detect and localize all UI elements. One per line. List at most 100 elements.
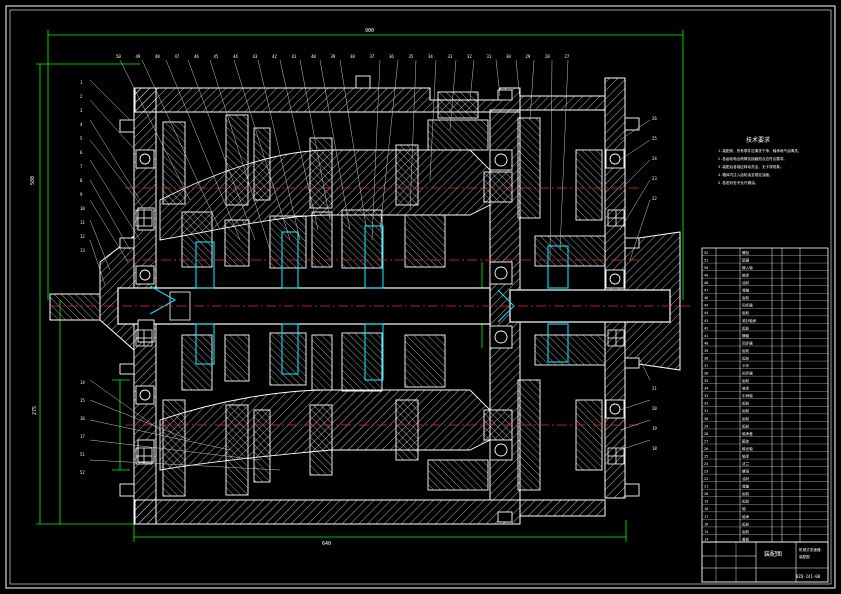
balloon-number: 51	[80, 452, 85, 457]
bom-item-number: 19	[704, 500, 708, 504]
balloon-number: 29	[526, 54, 531, 59]
bom-item-number: 24	[704, 462, 708, 466]
bom-item-number: 30	[704, 417, 708, 421]
bom-item-number: 14	[704, 537, 708, 541]
bom-item-name: 齿轮	[742, 401, 750, 406]
balloon-number: 22	[652, 196, 657, 201]
balloon-number: 45	[214, 54, 219, 59]
bom-item-number: 34	[704, 387, 708, 391]
balloon-number: 12	[80, 234, 85, 239]
bom-item-name: 轴承盖	[742, 431, 753, 436]
bom-item-name: 齿轮	[742, 408, 750, 413]
section-marks	[135, 209, 625, 465]
bom-item-name: 轴承	[742, 273, 750, 278]
bom-item-name: 齿轮	[742, 491, 750, 496]
bom-item-number: 28	[704, 432, 708, 436]
title-text: 装配图	[764, 550, 782, 558]
balloon-number: 50	[116, 54, 121, 59]
bom-item-name: 齿轮	[742, 348, 750, 353]
bom-item-number: 39	[704, 349, 708, 353]
leader-lines	[89, 59, 651, 471]
bom-item-number: 35	[704, 379, 708, 383]
balloon-number: 39	[331, 54, 336, 59]
tech-requirement-4: 4.箱体内注入齿轮油至规定油面。	[718, 172, 773, 177]
tech-requirement-5: 5.各密封处不允许漏油。	[718, 180, 758, 185]
tech-requirement-1: 1.装配前，所有零件应清洗干净，轴承用汽油清洗。	[718, 148, 801, 153]
balloon-number: 40	[311, 54, 316, 59]
bom-item-number: 32	[704, 402, 708, 406]
bom-item-number: 16	[704, 522, 708, 526]
centerlines	[50, 187, 690, 426]
balloon-number: 44	[233, 54, 238, 59]
upper-gears	[162, 91, 603, 221]
balloon-number: 20	[652, 406, 657, 411]
balloon-number: 25	[652, 136, 657, 141]
balloon-number: 19	[652, 426, 657, 431]
bom-item-name: 齿轮	[742, 355, 750, 360]
subtitle-line-1: 机械式变速器	[799, 547, 821, 552]
bom-item-name: 油封	[742, 280, 750, 285]
balloon-number: 36	[389, 54, 394, 59]
bom-item-name: 中间轴	[742, 393, 753, 398]
bom-item-name: 齿轮	[742, 325, 750, 330]
balloon-number: 43	[253, 54, 258, 59]
bom-item-number: 23	[704, 470, 708, 474]
bom-item-number: 41	[704, 334, 708, 338]
tech-requirement-2: 2.各齿轮啮合侧隙及接触斑点应符合要求。	[718, 156, 787, 161]
balloon-number: 7	[80, 164, 83, 169]
balloon-number: 10	[80, 206, 85, 211]
balloon-number: 21	[652, 386, 657, 391]
bom-item-name: 卡环	[742, 363, 750, 368]
balloon-number: 38	[350, 54, 355, 59]
dim-bottom-length: 640	[322, 541, 331, 547]
bom-item-name: 端盖	[742, 484, 750, 489]
bom-item-number: 17	[704, 515, 708, 519]
bom-item-name: 输出轴	[742, 446, 753, 451]
balloon-number: 27	[565, 54, 570, 59]
bom-item-name: 齿轮	[742, 521, 750, 526]
balloon-number: 46	[194, 54, 199, 59]
balloon-number: 5	[80, 136, 83, 141]
bom-item-number: 49	[704, 274, 708, 278]
balloon-number: 26	[652, 116, 657, 121]
bom-item-name: 齿轮	[742, 499, 750, 504]
bom-item-name: 齿轮	[742, 423, 750, 428]
bom-item-number: 26	[704, 447, 708, 451]
balloon-number: 52	[80, 470, 85, 475]
bom-item-name: 输入轴	[742, 265, 753, 270]
tech-requirements-title: 技术要求	[746, 136, 770, 144]
bom-item-name: 箱体	[742, 438, 750, 443]
sheet-border	[5, 5, 836, 589]
bom-item-number: 22	[704, 477, 708, 481]
balloon-number: 1	[80, 80, 83, 85]
bom-item-number: 51	[704, 258, 708, 262]
dim-lower-height: 275	[32, 406, 38, 415]
bom-item-number: 29	[704, 424, 708, 428]
bom-item-number: 45	[704, 304, 708, 308]
bom-item-name: 同步器	[742, 303, 753, 308]
title-block: 装配图 机械式变速器 装配图 BZQ-241-00	[701, 541, 829, 583]
bom-item-number: 37	[704, 364, 708, 368]
bom-item-number: 40	[704, 341, 708, 345]
bom-item-name: 轴承	[742, 453, 750, 458]
bom-item-name: 端盖	[742, 288, 750, 293]
balloon-number: 18	[652, 446, 657, 451]
bom-item-number: 31	[704, 409, 708, 413]
bom-item-name: 油封	[742, 476, 750, 481]
balloon-number: 16	[80, 416, 85, 421]
balloon-number: 17	[80, 434, 85, 439]
balloon-number: 2	[80, 94, 83, 99]
balloon-number: 33	[448, 54, 453, 59]
bom-item-name: 滚针轴承	[742, 318, 757, 323]
balloon-number: 14	[80, 380, 85, 385]
balloon-number: 3	[80, 108, 83, 113]
balloon-number: 47	[175, 54, 180, 59]
bom-item-number: 38	[704, 356, 708, 360]
mainshaft-gears	[181, 209, 606, 392]
